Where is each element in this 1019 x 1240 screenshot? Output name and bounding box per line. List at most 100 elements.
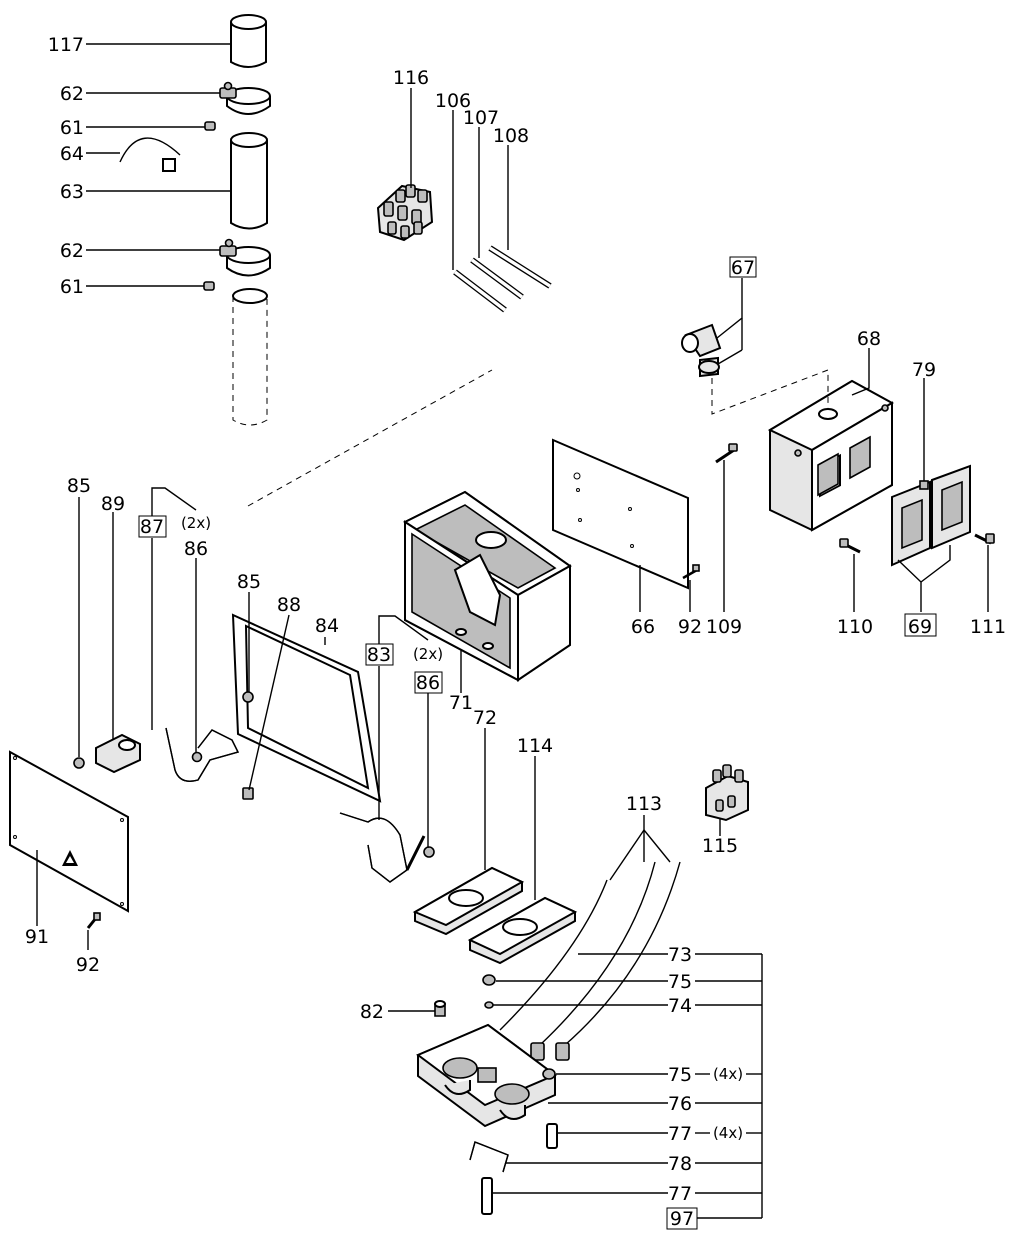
label-68: 68: [857, 328, 881, 350]
label-box-67: [729, 256, 757, 278]
hose-clamp-62-lower: [219, 238, 271, 277]
label-2x-right: (2x): [413, 645, 443, 663]
label-63: 63: [60, 181, 84, 203]
label-86-right: 86: [416, 672, 440, 694]
screw-92-upper: [682, 564, 700, 580]
screw-109: [715, 443, 738, 464]
connectors: [530, 1042, 570, 1061]
label-92-lower: 92: [76, 954, 100, 976]
screw-92-lower: [86, 912, 101, 929]
cable-gland-67: [681, 323, 722, 378]
screw-61-lower: [203, 281, 215, 291]
front-panel-91: [9, 750, 129, 913]
standoff-106: [453, 269, 507, 313]
label-62-upper: 62: [60, 83, 84, 105]
label-84: 84: [315, 615, 339, 637]
label-86-left: 86: [184, 538, 208, 560]
label-85-left: 85: [67, 475, 91, 497]
gasket-frame-84: [231, 613, 382, 803]
retaining-ring-64: [119, 137, 181, 172]
label-62-lower: 62: [60, 240, 84, 262]
bracket-83: [339, 812, 426, 883]
label-92-upper: 92: [678, 616, 702, 638]
tube-63: [230, 132, 268, 230]
label-83: 83: [367, 644, 391, 666]
label-89: 89: [101, 493, 125, 515]
tube-phantom: [232, 288, 268, 426]
terminal-block-115: [705, 764, 749, 822]
hose-clamp-62-upper: [219, 81, 271, 115]
label-74: 74: [668, 995, 692, 1017]
label-box-86: [414, 671, 443, 694]
label-75-upper: 75: [668, 971, 692, 993]
label-77-lower: 77: [668, 1183, 692, 1205]
enclosure-box-71: [402, 490, 572, 682]
standoff-108: [488, 245, 552, 289]
label-2x-left: (2x): [181, 514, 211, 532]
label-72: 72: [473, 707, 497, 729]
label-117: 117: [48, 34, 84, 56]
bracket-87: [165, 727, 240, 782]
screw-88: [242, 787, 254, 800]
screw-77-short: [546, 1123, 558, 1149]
bracket-78: [469, 1141, 509, 1173]
label-box-87: [138, 515, 167, 538]
label-78: 78: [668, 1153, 692, 1175]
switch-cover-69: [891, 464, 971, 567]
label-4x-upper: (4x): [713, 1065, 743, 1083]
label-110: 110: [837, 616, 873, 638]
label-109: 109: [706, 616, 742, 638]
label-85-mid: 85: [237, 571, 261, 593]
label-87: 87: [140, 516, 164, 538]
label-box-69: [904, 613, 937, 637]
label-69: 69: [908, 616, 932, 638]
label-73: 73: [668, 944, 692, 966]
washer-74: [484, 1001, 494, 1009]
base-bracket-76: [416, 1023, 557, 1128]
standoff-107: [470, 257, 524, 300]
label-107: 107: [463, 107, 499, 129]
label-77-upper: 77: [668, 1123, 692, 1145]
screw-77-long: [481, 1177, 493, 1215]
label-88: 88: [277, 594, 301, 616]
nut-85-left: [73, 757, 85, 769]
nut-75-lower: [542, 1068, 556, 1080]
label-box-83: [365, 643, 394, 666]
screw-61-upper: [204, 121, 216, 131]
dashed-guide-67-68: [711, 369, 829, 415]
nut-86-right: [423, 846, 435, 858]
plate-114: [467, 896, 578, 965]
label-71: 71: [449, 692, 473, 714]
label-106: 106: [435, 90, 471, 112]
clamp-89: [95, 733, 141, 774]
housing-68: [767, 379, 895, 532]
label-61-lower: 61: [60, 276, 84, 298]
label-91: 91: [25, 926, 49, 948]
nut-75-upper: [482, 974, 496, 986]
sleeve-82: [434, 1000, 446, 1017]
label-108: 108: [493, 125, 529, 147]
label-64: 64: [60, 143, 84, 165]
screw-110: [839, 538, 861, 554]
screw-111: [974, 533, 995, 545]
terminal-block-116: [376, 184, 434, 242]
label-61-upper: 61: [60, 117, 84, 139]
cables-113: [499, 861, 681, 1046]
label-82: 82: [360, 1001, 384, 1023]
label-79: 79: [912, 359, 936, 381]
label-67: 67: [731, 257, 755, 279]
nut-86-left: [191, 751, 203, 763]
part-labels: 117 62 61 64 63 62 61 116 106 107 108 67…: [25, 34, 1006, 1230]
label-76: 76: [668, 1093, 692, 1115]
label-75-lower: 75: [668, 1064, 692, 1086]
label-66: 66: [631, 616, 655, 638]
mounting-plate-66: [552, 438, 689, 590]
tube-117: [230, 14, 267, 68]
label-111: 111: [970, 616, 1006, 638]
label-114: 114: [517, 735, 553, 757]
dashed-guide-box: [247, 369, 493, 507]
label-97: 97: [670, 1208, 694, 1230]
leader-lines: [36, 43, 989, 1219]
